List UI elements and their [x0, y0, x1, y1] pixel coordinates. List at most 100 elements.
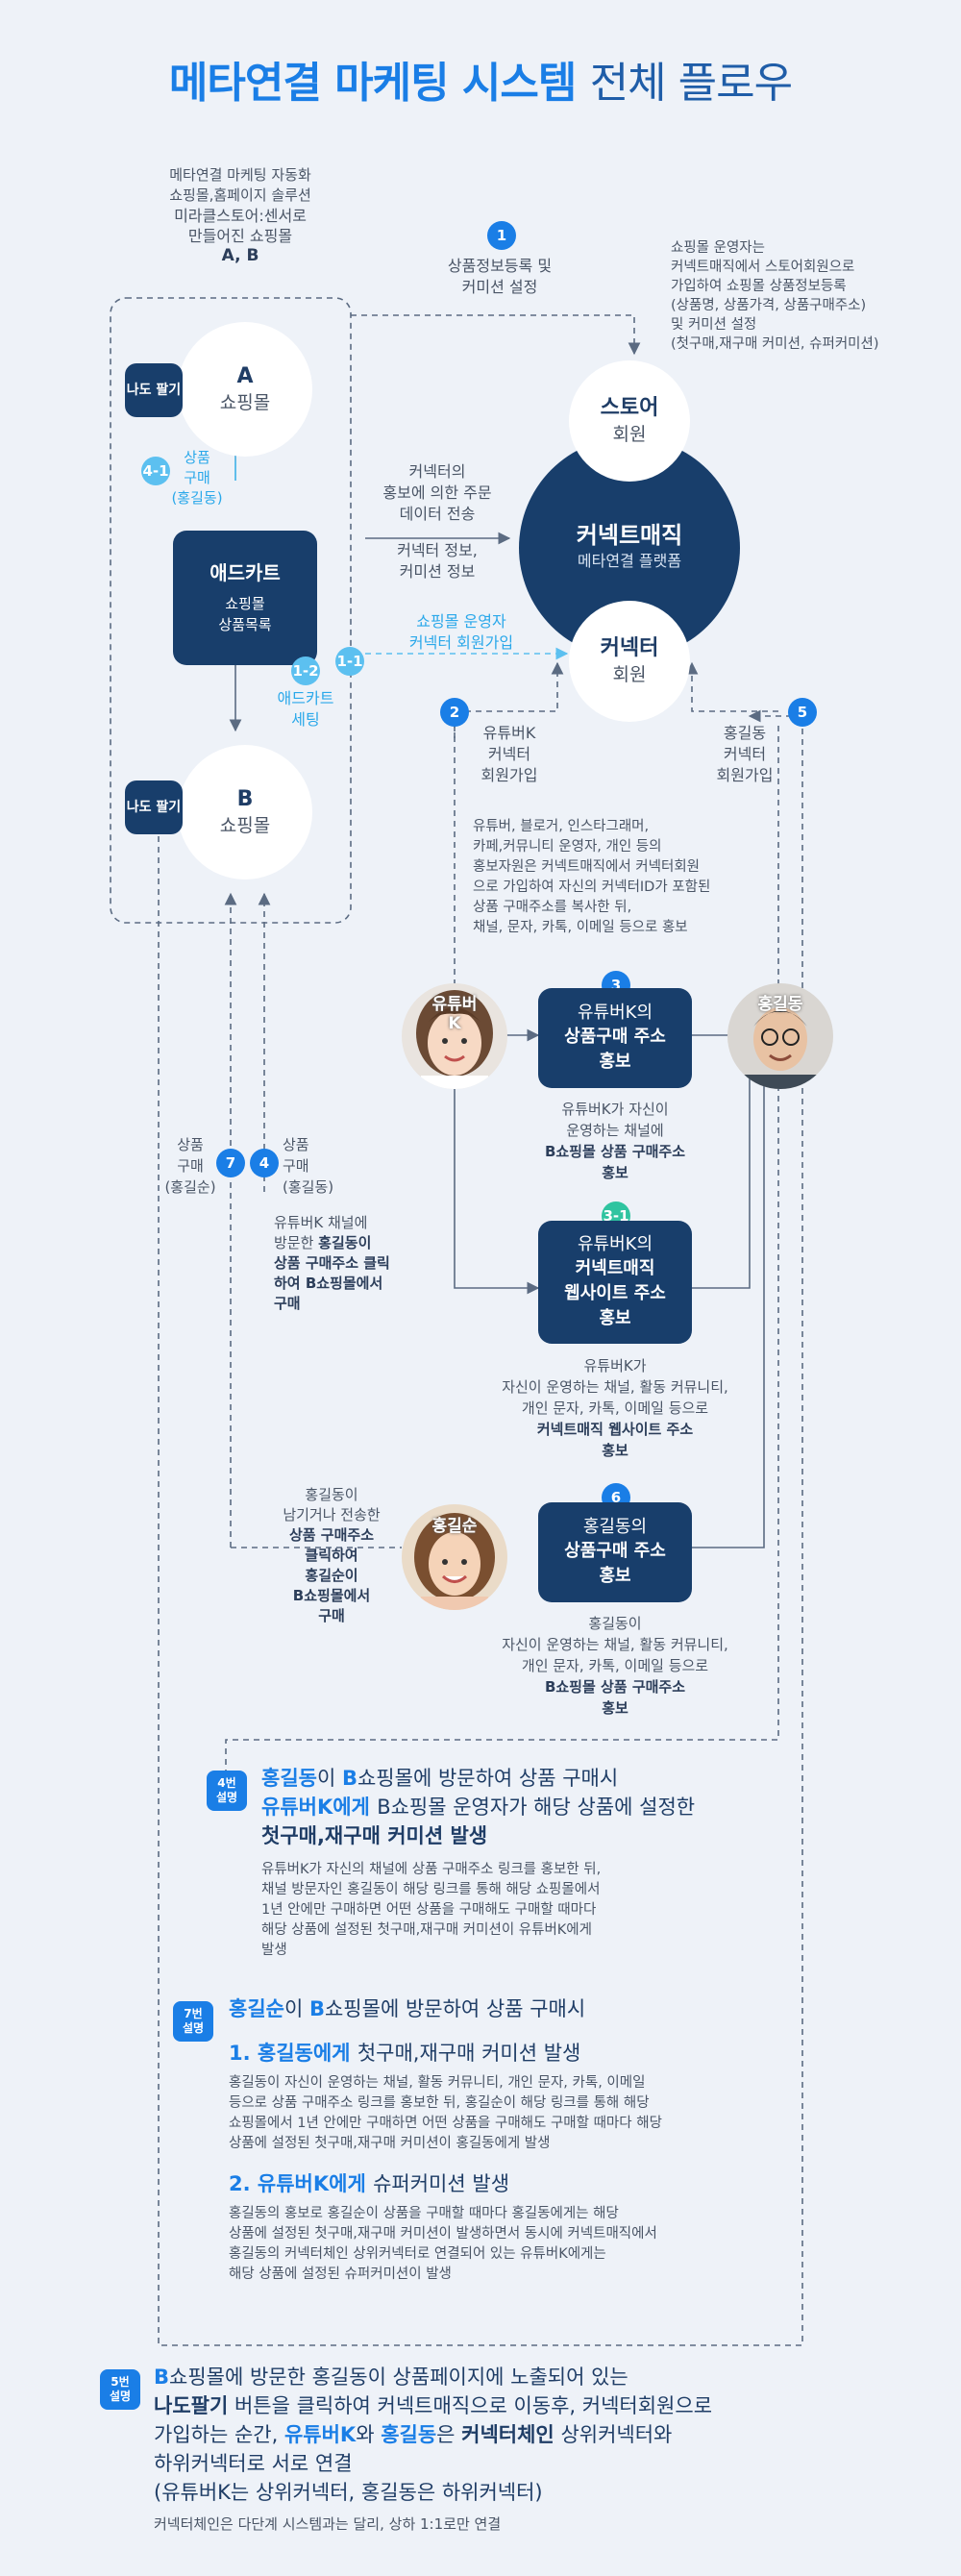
explanation-4-heading-3: 첫구매,재구매 커미션 발생: [261, 1824, 488, 1847]
promo-note-line: 채널, 문자, 카톡, 이메일 등으로 홍보: [473, 920, 688, 935]
step-3-1-note-line: 개인 문자, 카톡, 이메일 등으로: [521, 1399, 709, 1417]
connector-flow-text: 커넥터의 홍보에 의한 주문 데이터 전송 커넥터 정보, 커미션 정보: [360, 461, 514, 582]
hongsun-note-line: 클릭하여: [305, 1547, 358, 1564]
step-4-1-badge: 4-1: [141, 457, 170, 485]
exp4-body-line: 채널 방문자인 홍길동이 해당 링크를 통해 해당 쇼핑몰에서: [261, 1882, 601, 1897]
nado-button-a[interactable]: 나도 팔기: [125, 363, 183, 417]
youtuber-k-avatar: [402, 983, 507, 1089]
hongsun-note-line: 구매: [318, 1607, 345, 1624]
exp7-body-line: 홍길동이 자신이 운영하는 채널, 활동 커뮤니티, 개인 문자, 카톡, 이메…: [229, 2075, 646, 2091]
exp7-part: B: [308, 1997, 325, 2020]
step-6-note-line: 홍길동이: [588, 1615, 642, 1632]
hongsun-note-line: 홍길순이: [305, 1567, 358, 1584]
step-7-line: (홍길순): [164, 1178, 216, 1196]
explanation-7-sub-2-body: 홍길동의 홍보로 홍길순이 상품을 구매할 때마다 홍길동에게는 해당 상품에 …: [229, 2204, 805, 2285]
exp5-part: B: [154, 2365, 170, 2389]
adcart-sub: 쇼핑몰: [225, 595, 265, 612]
store-note-line: 커넥트매직에서 스토어회원으로: [671, 260, 855, 275]
step-4-note: 유튜버K 채널에 방문한 홍길동이 상품 구매주소 클릭 하여 B쇼핑몰에서 구…: [274, 1213, 447, 1314]
step-1-2-label: 애드카트 세팅: [258, 688, 354, 731]
exp5-part: 홍길동: [381, 2423, 437, 2446]
step-2-line: 유튜버K: [482, 724, 536, 742]
connectmagic-sub: 메타연결 플랫폼: [577, 552, 682, 570]
nado-button-b[interactable]: 나도 팔기: [125, 780, 183, 834]
hong-gilsun-avatar: [402, 1504, 507, 1610]
explanation-4-heading-2: 유튜버K에게 B쇼핑몰 운영자가 해당 상품에 설정한: [261, 1793, 800, 1821]
hongsun-note-line: 상품 구매주소: [288, 1526, 375, 1544]
step-3-1-box: 유튜버K의 커넥트매직 웹사이트 주소 홍보: [538, 1221, 692, 1344]
exp7-body-line: 홍길동의 홍보로 홍길순이 상품을 구매할 때마다 홍길동에게는 해당: [229, 2206, 619, 2221]
step-1-line: 커미션 설정: [461, 278, 538, 296]
step-4-1-line: 구매: [184, 469, 210, 486]
step-3-note-line: 홍보: [602, 1164, 628, 1181]
exp7-part: 1. 홍길동에게: [229, 2042, 357, 2065]
step-4-line: (홍길동): [283, 1178, 334, 1196]
exp4-part: 유튜버K에게: [261, 1796, 378, 1819]
step-3-1-note: 유튜버K가 자신이 운영하는 채널, 활동 커뮤니티, 개인 문자, 카톡, 이…: [452, 1355, 778, 1461]
exp7-body-line: 홍길동의 커넥터체인 상위커넥터로 연결되어 있는 유튜버K에게는: [229, 2246, 606, 2262]
step-1-badge: 1: [487, 221, 516, 250]
promo-note-line: 홍보자원은 커넥트매직에서 커넥터회원: [473, 859, 700, 875]
promo-note-line: 카페,커뮤니티 운영자, 개인 등의: [473, 839, 662, 855]
title-highlight: 메타연결 마케팅 시스템: [168, 59, 577, 108]
step-1-1-line: 커넥터 회원가입: [408, 633, 514, 652]
exp4-body-line: 유튜버K가 자신의 채널에 상품 구매주소 링크를 홍보한 뒤,: [261, 1862, 602, 1877]
step-1-2-line: 애드카트: [277, 689, 334, 707]
exp7-body-line: 등으로 상품 구매주소 링크를 홍보한 뒤, 홍길순이 해당 링크를 통해 해당: [229, 2095, 650, 2111]
step-3-1-box-line: 홍보: [599, 1308, 631, 1328]
explanation-5-line-1: B쇼핑몰에 방문한 홍길동이 상품페이지에 노출되어 있는: [154, 2363, 923, 2391]
exp7-part: 첫구매,재구매 커미션 발생: [357, 2042, 581, 2065]
badge-line: 설명: [215, 1791, 238, 1804]
explanation-5-line-5: (유튜버K는 상위커넥터, 홍길동은 하위커넥터): [154, 2481, 543, 2504]
step-1-1-badge: 1-1: [335, 647, 364, 676]
hong-gilsun-portrait-icon: [402, 1504, 507, 1610]
step-6-box-line: 상품구매 주소: [564, 1541, 666, 1561]
step-3-1-box-line: 웹사이트 주소: [564, 1283, 666, 1303]
shop-a-sub: 쇼핑몰: [219, 392, 271, 413]
exp5-part: 커넥터체인: [461, 2423, 554, 2446]
exp5-part: 상위커넥터와: [554, 2423, 673, 2446]
intro-text: 메타연결 마케팅 자동화 쇼핑몰,홈페이지 솔루션 미라클스토어:센서로 만들어…: [130, 165, 351, 266]
badge-line: 설명: [182, 2021, 205, 2035]
store-note: 쇼핑몰 운영자는 커넥트매직에서 스토어회원으로 가입하여 쇼핑몰 상품정보등록…: [671, 238, 959, 354]
connector-flow-line: 커넥터 정보,: [397, 541, 478, 559]
exp4-part: 이: [316, 1767, 342, 1790]
hongsun-note-line: 홍길동이: [305, 1486, 358, 1503]
step-3-1-note-line: 홍보: [602, 1442, 628, 1459]
exp7-body-line: 상품에 설정된 첫구매,재구매 커미션이 홍길동에게 발생: [229, 2136, 551, 2151]
store-note-line: (상품명, 상품가격, 상품구매주소): [671, 298, 867, 313]
step-5-label: 홍길동 커넥터 회원가입: [697, 723, 793, 786]
hongsun-note-line: B쇼핑몰에서: [292, 1587, 371, 1604]
step-4-1-label: 상품 구매 (홍길동): [163, 448, 231, 508]
intro-line: 만들어진 쇼핑몰: [187, 227, 293, 245]
connector-flow-line: 데이터 전송: [399, 505, 476, 523]
exp5-part: 은: [436, 2423, 462, 2446]
intro-line: 쇼핑몰,홈페이지 솔루션: [169, 186, 311, 204]
exp4-part: B: [341, 1767, 357, 1790]
explanation-7-heading: 홍길순이 B쇼핑몰에 방문하여 상품 구매시: [229, 1994, 805, 2023]
step-4-note-part: 홍길동이: [318, 1234, 372, 1251]
step-7-label: 상품 구매 (홍길순): [161, 1134, 219, 1198]
hongsun-note: 홍길동이 남기거나 전송한 상품 구매주소 클릭하여 홍길순이 B쇼핑몰에서 구…: [259, 1485, 404, 1626]
connector-member-circle: 커넥터 회원: [569, 601, 690, 722]
step-6-box: 홍길동의 상품구매 주소 홍보: [538, 1502, 692, 1602]
step-1-2-line: 세팅: [291, 710, 320, 729]
hong-gildong-avatar: [727, 983, 833, 1089]
exp7-part: 이: [283, 1997, 309, 2020]
store-note-line: (첫구매,재구매 커미션, 슈퍼커미션): [671, 336, 879, 352]
step-6-note-line: 개인 문자, 카톡, 이메일 등으로: [521, 1657, 709, 1674]
exp4-part: 쇼핑몰에 방문하여 상품 구매시: [357, 1767, 619, 1790]
exp5-part: 유튜버K: [283, 2423, 357, 2446]
step-3-1-note-line: 자신이 운영하는 채널, 활동 커뮤니티,: [502, 1378, 728, 1396]
shop-b-circle: B 쇼핑몰: [178, 745, 312, 879]
step-2-badge: 2: [440, 698, 469, 727]
step-2-label: 유튜버K 커넥터 회원가입: [461, 723, 557, 786]
store-member-sub: 회원: [612, 424, 647, 445]
exp4-body-line: 1년 안에만 구매하면 어떤 상품을 구매해도 구매할 때마다: [261, 1902, 597, 1918]
adcart-sub: 상품목록: [218, 616, 272, 633]
step-3-1-note-line: 유튜버K가: [583, 1357, 647, 1375]
step-6-note: 홍길동이 자신이 운영하는 채널, 활동 커뮤니티, 개인 문자, 카톡, 이메…: [452, 1613, 778, 1719]
exp5-part: 쇼핑몰에 방문한 홍길동이 상품페이지에 노출되어 있는: [169, 2365, 628, 2389]
